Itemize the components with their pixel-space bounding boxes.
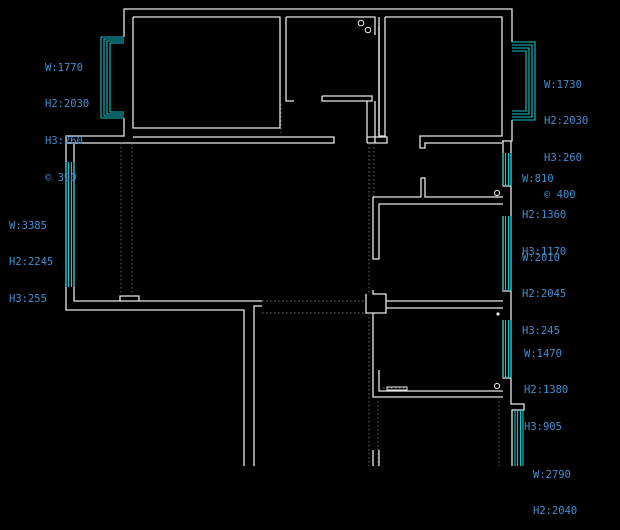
label-line: H3:260 bbox=[544, 152, 582, 165]
label-line: W:1730 bbox=[544, 78, 582, 91]
label-line: H2:2245 bbox=[9, 256, 54, 269]
window-right-4 bbox=[514, 410, 524, 466]
hidden-lines bbox=[120, 104, 500, 466]
window-right-2 bbox=[502, 216, 512, 291]
label-line: W:1770 bbox=[45, 61, 83, 74]
label-line: W:810 bbox=[522, 172, 554, 185]
label-line: H3:260 bbox=[45, 135, 83, 148]
label-line: © 400 bbox=[544, 189, 576, 202]
window-label-top-right: W:1730 H2:2030 H3:260 © 400 bbox=[544, 54, 588, 214]
label-line: H3:255 bbox=[9, 293, 47, 306]
inner-walls bbox=[74, 16, 503, 466]
window-right-3 bbox=[502, 320, 512, 378]
window-label-right-2: W:2010 H2:2045 H3:245 bbox=[522, 227, 566, 350]
window-label-left: W:3385 H2:2245 H3:255 bbox=[9, 195, 53, 318]
label-line: H2:1360 bbox=[522, 209, 567, 222]
label-line: H2:2030 bbox=[544, 115, 589, 128]
label-line: H3:1170 bbox=[522, 246, 567, 259]
window-top-left bbox=[100, 36, 124, 119]
fixtures bbox=[357, 19, 501, 391]
label-line: H2:1380 bbox=[524, 384, 569, 397]
label-line: W:2790 bbox=[533, 468, 571, 481]
window-label-right-4: W:2790 H2:2040 bbox=[533, 444, 577, 530]
window-right-1 bbox=[502, 153, 512, 186]
window-label-right-1: W:810 H2:1360 H3:1170 bbox=[522, 148, 566, 271]
label-line: W:2010 bbox=[522, 251, 560, 264]
window-label-top-left: W:1770 H2:2030 H3:260 © 390 bbox=[45, 37, 89, 197]
label-line: W:3385 bbox=[9, 219, 47, 232]
label-line: H2:2040 bbox=[533, 505, 578, 518]
floor-plan-canvas bbox=[65, 8, 536, 466]
label-line: H2:2045 bbox=[522, 288, 567, 301]
label-line: W:1470 bbox=[524, 347, 562, 360]
label-line: © 390 bbox=[45, 172, 77, 185]
window-left bbox=[65, 162, 75, 287]
label-line: H3:245 bbox=[522, 325, 560, 338]
label-line: H3:905 bbox=[524, 421, 562, 434]
window-top-right bbox=[512, 41, 536, 121]
label-line: H2:2030 bbox=[45, 98, 90, 111]
window-label-right-3: W:1470 H2:1380 H3:905 bbox=[524, 323, 568, 446]
